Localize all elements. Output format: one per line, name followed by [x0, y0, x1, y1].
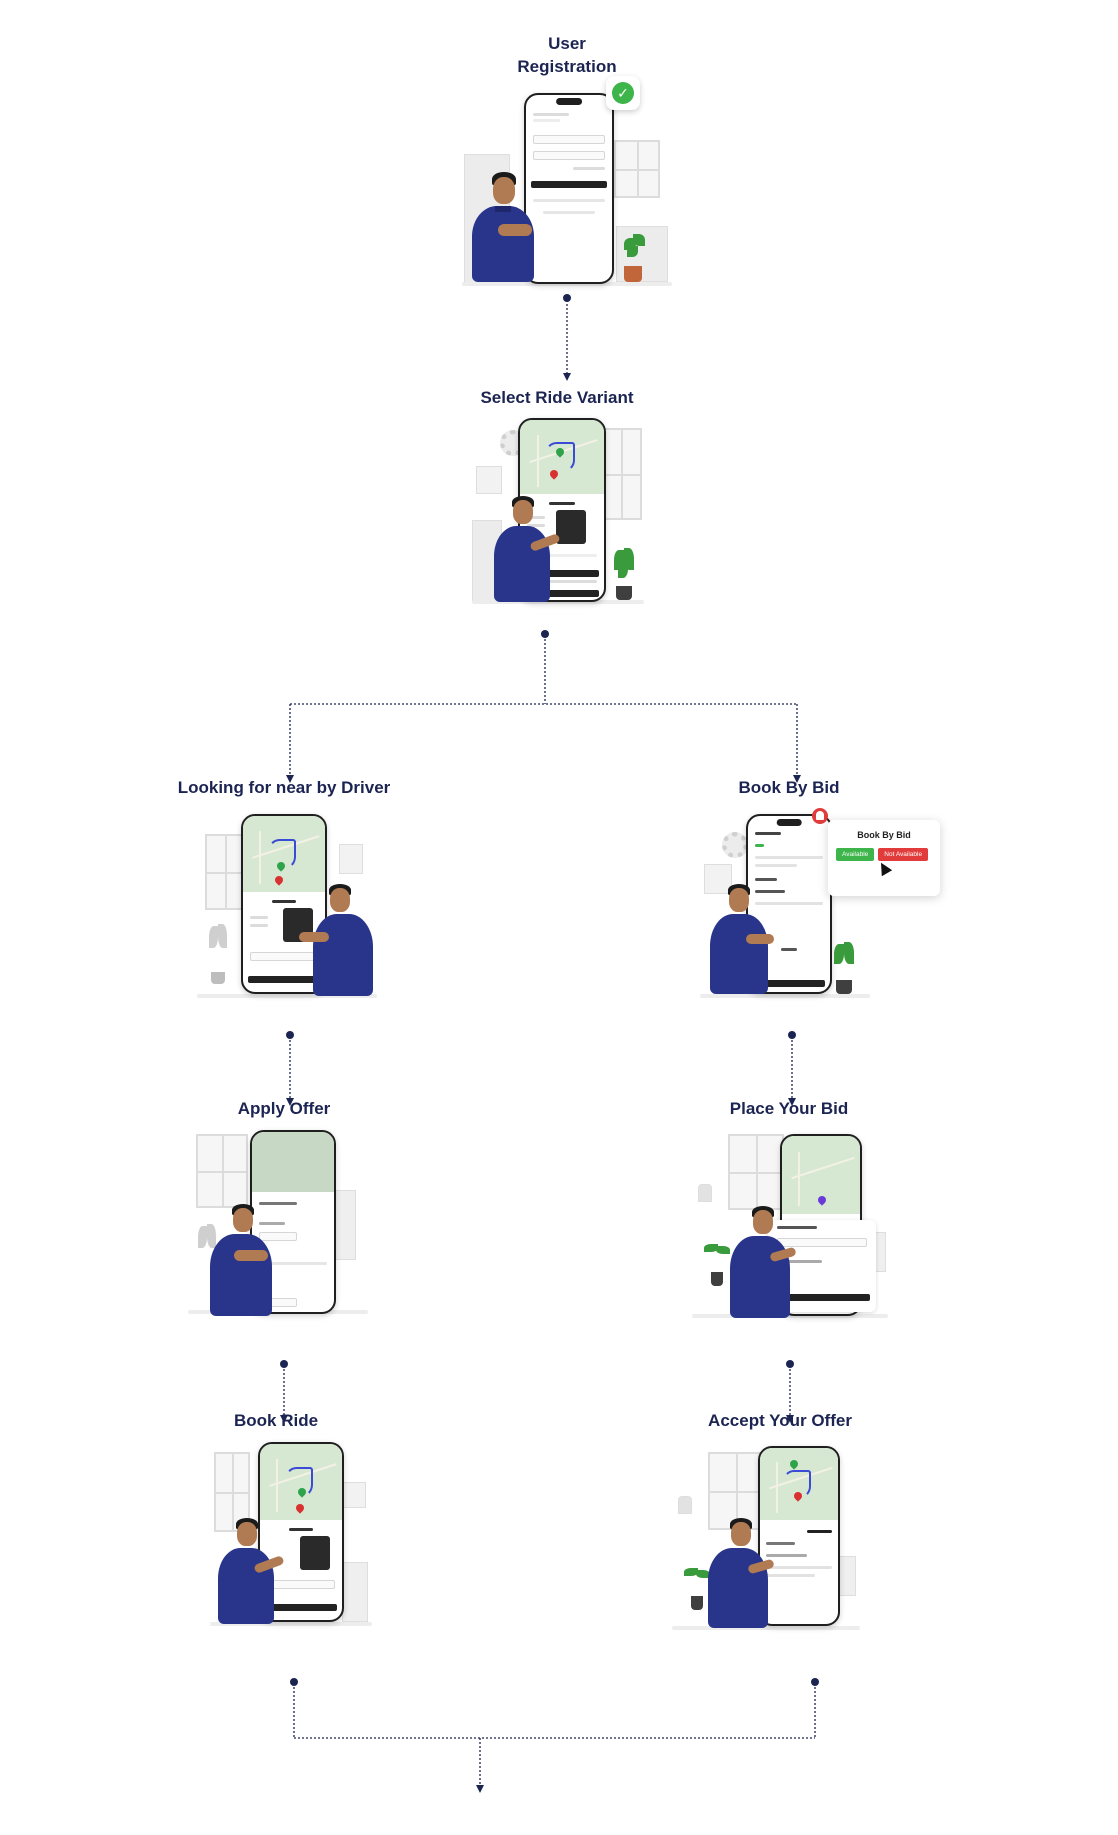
- potted-plant: [610, 546, 638, 600]
- illustration-place-your-bid: [692, 1132, 888, 1318]
- connector-dot: [788, 1031, 796, 1039]
- step-title-apply-offer: Apply Offer: [237, 1099, 331, 1118]
- connector-dot: [286, 1031, 294, 1039]
- floor: [692, 1314, 888, 1318]
- bell-icon: [812, 808, 828, 824]
- person-with-phone: [202, 1204, 280, 1316]
- step-title-accept-your-offer: Accept Your Offer: [708, 1411, 852, 1430]
- frame: [476, 466, 502, 494]
- floor: [197, 994, 377, 998]
- cabinet: [342, 1562, 368, 1622]
- wall-frame: [342, 1482, 366, 1508]
- person-with-phone: [708, 884, 778, 994]
- step-title-looking-for-driver: Looking for near by Driver: [177, 778, 391, 797]
- connector-dot: [541, 630, 549, 638]
- illustration-looking-for-driver: [197, 814, 377, 998]
- person-with-phone: [299, 884, 377, 996]
- connector-dot: [811, 1678, 819, 1686]
- illustration-select-ride-variant: [472, 418, 644, 604]
- book-by-bid-popup: Book By Bid Available Not Available: [828, 820, 940, 896]
- popup-title: Book By Bid: [857, 830, 911, 840]
- phone-accept-offer-screen: [758, 1446, 840, 1626]
- not-available-button[interactable]: Not Available: [878, 848, 929, 861]
- window: [614, 140, 660, 198]
- illustration-apply-offer: [188, 1130, 368, 1316]
- check-circle-icon: ✓: [606, 76, 640, 110]
- connector-dot: [786, 1360, 794, 1368]
- connector-dot: [280, 1360, 288, 1368]
- potted-plant: [207, 922, 229, 984]
- potted-plant: [702, 1242, 732, 1286]
- step-title-place-your-bid: Place Your Bid: [729, 1099, 849, 1118]
- connector-dot: [563, 294, 571, 302]
- connector-dot: [290, 1678, 298, 1686]
- arrow-down-icon: [476, 1785, 484, 1793]
- available-button[interactable]: Available: [836, 848, 875, 861]
- window: [728, 1134, 784, 1210]
- phone-driver-search-screen: [241, 814, 327, 994]
- person-pointing: [492, 496, 562, 602]
- potted-plant: [196, 1222, 218, 1278]
- illustration-book-by-bid: Book By Bid Available Not Available: [700, 808, 940, 1000]
- floor: [462, 282, 672, 286]
- window: [205, 834, 245, 910]
- illustration-accept-your-offer: [672, 1446, 860, 1630]
- window: [600, 428, 642, 520]
- floor-lamp: [678, 1496, 692, 1514]
- person-pointing: [724, 1206, 798, 1318]
- arrow-down-icon: [563, 373, 571, 381]
- wall-frame: [339, 844, 363, 874]
- potted-plant: [618, 232, 648, 282]
- potted-plant: [830, 940, 858, 994]
- floor: [210, 1622, 372, 1626]
- phone-login-screen: [524, 93, 614, 284]
- step-title-user-registration: User Registration: [517, 34, 617, 76]
- person-pointing: [702, 1518, 776, 1628]
- potted-plant: [682, 1566, 712, 1610]
- floor: [672, 1626, 860, 1630]
- step-title-book-by-bid: Book By Bid: [738, 778, 840, 797]
- illustration-user-registration: ✓: [462, 76, 672, 286]
- step-title-select-ride-variant: Select Ride Variant: [480, 388, 634, 407]
- person-with-phone: [462, 172, 552, 282]
- step-title-book-ride: Book Ride: [233, 1411, 319, 1430]
- gear-icon: [722, 832, 748, 858]
- illustration-book-ride: [210, 1442, 372, 1626]
- window: [196, 1134, 248, 1208]
- person-pointing: [216, 1518, 286, 1624]
- wall-frame: [704, 864, 732, 894]
- floor-lamp: [698, 1184, 712, 1202]
- floor: [472, 600, 644, 604]
- floor: [700, 994, 870, 998]
